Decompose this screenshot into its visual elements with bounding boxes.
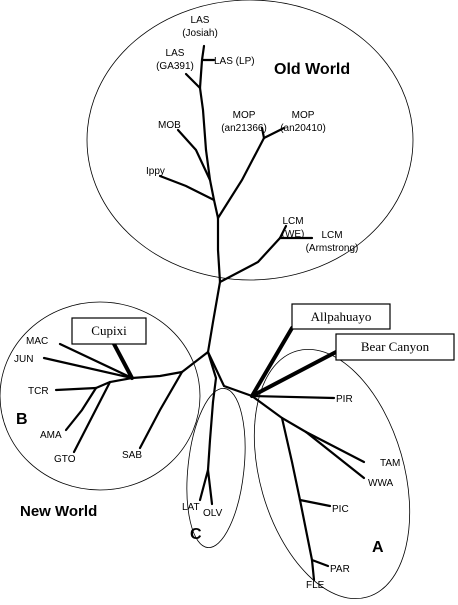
branch-mop-stem	[216, 136, 266, 220]
backbone-branch	[206, 216, 222, 354]
allpahuayo-label: Allpahuayo	[311, 309, 372, 324]
taxon-olv: OLV	[203, 508, 223, 519]
allpahuayo-box: Allpahuayo	[291, 303, 391, 330]
branch-sab	[138, 370, 184, 450]
taxon-mop-an20410-name: MOP	[292, 110, 315, 121]
clade-a-label: A	[372, 539, 384, 556]
taxon-sab: SAB	[122, 450, 142, 461]
taxon-lat: LAT	[182, 502, 200, 513]
cupixi-box: Cupixi	[71, 317, 147, 345]
branch-mac	[58, 342, 134, 380]
branch-tcr	[54, 386, 98, 392]
branch-mob	[176, 128, 212, 182]
new-world-label: New World	[20, 503, 97, 520]
cupixi-label: Cupixi	[91, 323, 127, 338]
taxon-mop-an21366-strain: (an21366)	[221, 123, 267, 134]
branch-b-inner	[94, 376, 134, 390]
taxon-ippy: Ippy	[146, 166, 165, 177]
branch-wwa	[304, 430, 366, 480]
branch-cupixi	[112, 342, 134, 380]
taxon-wwa: WWA	[368, 478, 394, 489]
branch-las-stem	[198, 86, 208, 152]
branch-ama	[64, 386, 98, 432]
branch-mop-an21366	[260, 126, 266, 140]
taxon-ama: AMA	[40, 430, 62, 441]
taxon-lcm-armstrong-strain: (Armstrong)	[306, 243, 359, 254]
taxon-pir: PIR	[336, 394, 353, 405]
taxon-jun: JUN	[14, 354, 33, 365]
branch-olv	[206, 468, 214, 506]
branch-lcm-stem	[218, 236, 282, 284]
bear-canyon-box: Bear Canyon	[335, 333, 455, 361]
branch-a-lower	[280, 416, 302, 502]
branch-to-a	[206, 350, 254, 398]
branch-to-b	[180, 350, 210, 374]
clade-a-ellipse	[253, 348, 411, 600]
taxon-las-lp: LAS (LP)	[214, 56, 255, 67]
taxon-par: PAR	[330, 564, 350, 575]
branch-pir	[250, 394, 336, 400]
old-world-label: Old World	[274, 61, 350, 78]
taxon-lcm-armstrong-name: LCM	[321, 230, 342, 241]
branch-c-stem	[206, 400, 215, 472]
branch-bear-canyon	[250, 350, 338, 398]
branch-par	[310, 558, 330, 568]
taxon-las-ga391-strain: (GA391)	[156, 61, 194, 72]
taxon-las-ga391-name: LAS	[166, 48, 185, 59]
branch-jun	[42, 356, 134, 380]
branch-par-fle	[298, 498, 314, 562]
branch-lcm-we	[278, 224, 288, 240]
clade-c-ellipse	[186, 387, 246, 549]
branch-tam	[304, 430, 366, 464]
branch-a-trunk	[250, 394, 308, 434]
branch-ippy	[158, 174, 216, 202]
branch-fle	[310, 558, 316, 582]
taxon-fle: FLE	[306, 580, 325, 591]
branch-pic	[298, 498, 332, 508]
branch-mop-an20410	[262, 126, 286, 140]
clade-c-label: C	[190, 526, 202, 543]
taxon-mop-an21366-name: MOP	[233, 110, 256, 121]
old-world-ellipse	[86, 0, 414, 281]
taxon-mop-an20410-strain: (an20410)	[280, 123, 326, 134]
taxon-gto: GTO	[54, 454, 76, 465]
clade-b-label: B	[16, 411, 28, 428]
taxon-mac: MAC	[26, 336, 48, 347]
taxon-lcm-we-strain: (WE)	[282, 229, 305, 240]
taxon-mob: MOB	[158, 120, 181, 131]
taxon-tcr: TCR	[28, 386, 49, 397]
taxon-tam: TAM	[380, 458, 400, 469]
bear-canyon-label: Bear Canyon	[361, 339, 430, 354]
branch-las-ga391	[184, 72, 202, 90]
branch-ow-trunk	[204, 148, 220, 220]
branch-to-c	[206, 350, 218, 404]
branch-las-josiah	[198, 44, 206, 90]
taxon-las-josiah-strain: (Josiah)	[182, 28, 218, 39]
taxon-lcm-we-name: LCM	[282, 216, 303, 227]
branch-lat	[198, 468, 210, 502]
clade-b-ellipse	[0, 301, 201, 491]
taxon-pic: PIC	[332, 504, 349, 515]
taxon-las-josiah-name: LAS	[191, 15, 210, 26]
branch-gto	[72, 380, 112, 454]
branch-allpahuayo	[250, 326, 294, 398]
branch-b-trunk	[130, 370, 184, 380]
